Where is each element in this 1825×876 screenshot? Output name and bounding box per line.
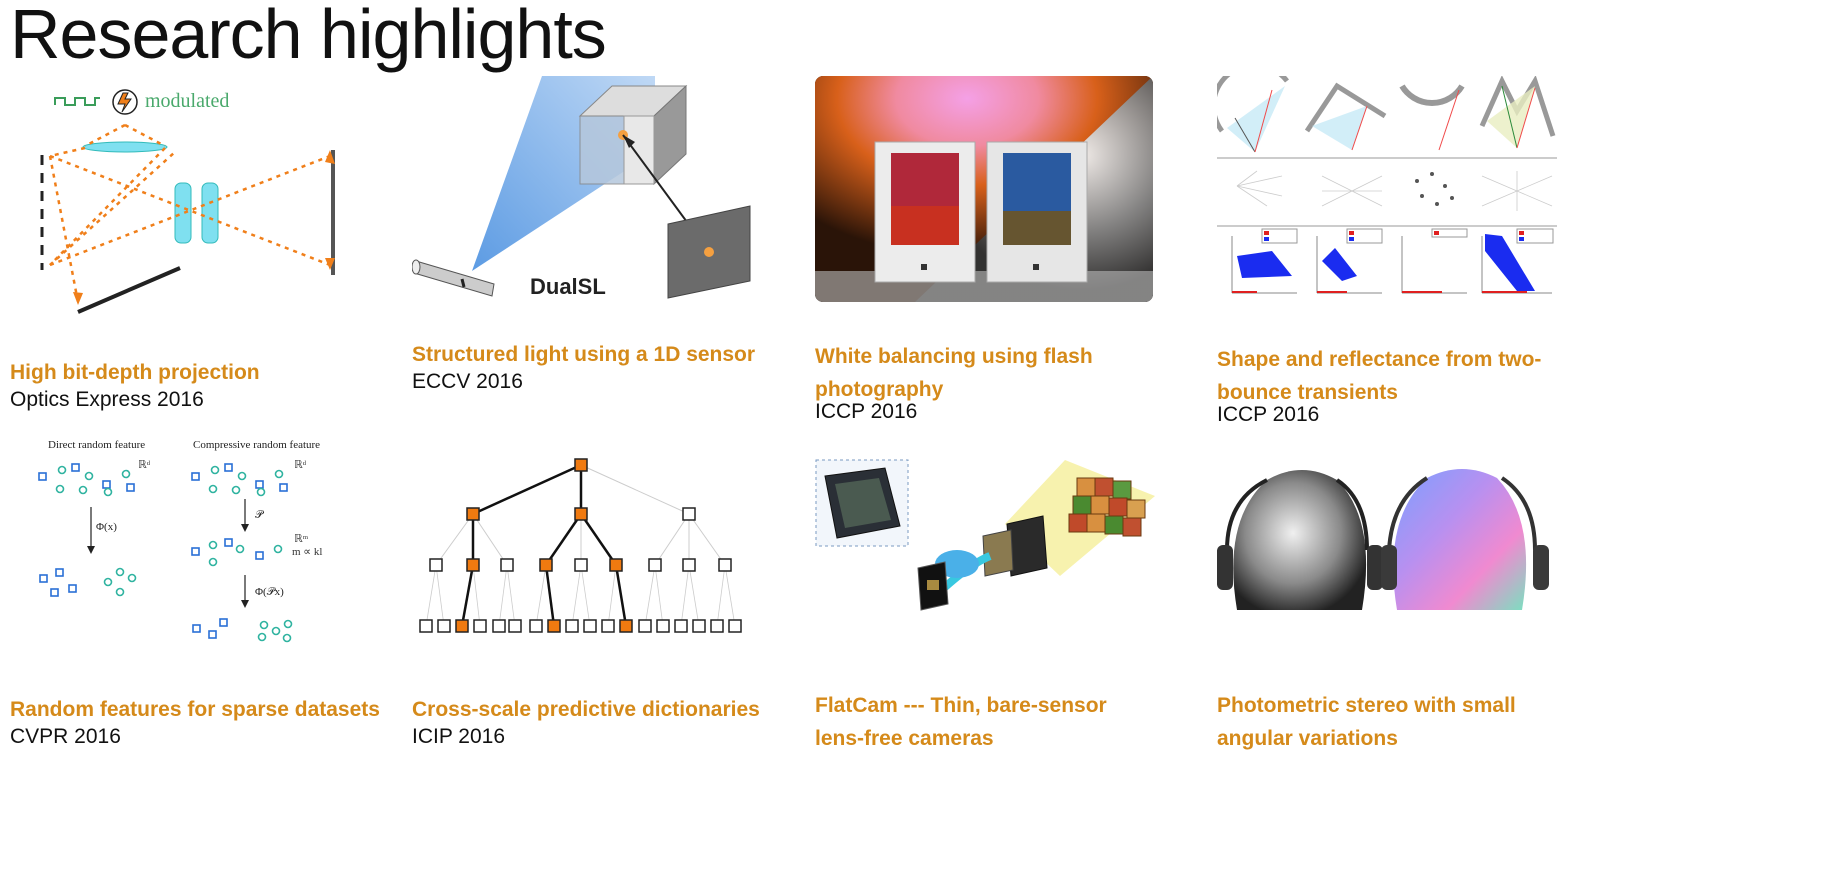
flash-icon	[112, 89, 138, 115]
phi-px-label: Φ(𝒫x)	[255, 586, 284, 598]
compressive-feature-label: Compressive random feature	[193, 439, 320, 451]
item-venue: ICCP 2016	[1217, 403, 1320, 426]
item-title-photometric-stereo[interactable]: Photometric stereo with small angular va…	[1217, 694, 1516, 750]
thumbnail-flatcam[interactable]	[815, 456, 1155, 626]
rm-label: ℝᵐ	[294, 533, 309, 545]
item-venue: ICCP 2016	[815, 400, 918, 423]
line-sensor-icon	[412, 259, 495, 297]
item-venue: ECCV 2016	[412, 370, 523, 393]
thumbnail-tree-diagram[interactable]	[412, 452, 752, 642]
page-title: Research highlights	[10, 0, 607, 73]
item-title-two-bounce[interactable]: Shape and reflectance from two-bounce tr…	[1217, 348, 1542, 404]
plot-three	[1401, 228, 1468, 294]
thumbnail-face-normals[interactable]	[1217, 460, 1557, 620]
thumbnail-projection-diagram[interactable]: modulated	[10, 80, 400, 330]
item-title-cross-scale[interactable]: Cross-scale predictive dictionaries	[412, 698, 760, 721]
rd-label: ℝᵈ	[138, 459, 151, 471]
p-label: 𝒫	[255, 509, 265, 521]
direct-feature-label: Direct random feature	[48, 439, 145, 451]
item-title-flatcam[interactable]: FlatCam --- Thin, bare-sensor lens-free …	[815, 694, 1107, 750]
item-title-structured-light[interactable]: Structured light using a 1D sensor	[412, 343, 756, 366]
plot-four	[1481, 228, 1554, 294]
thumbnail-dualsl[interactable]: DualSL	[412, 76, 752, 300]
item-title-high-bit-depth[interactable]: High bit-depth projection	[10, 361, 260, 384]
thumbnail-random-features[interactable]: Direct random feature Compressive random…	[30, 432, 330, 647]
item-venue: CVPR 2016	[10, 725, 121, 748]
phi-x-label: Φ(x)	[96, 521, 117, 533]
m-prop-label: m ∝ kl	[292, 546, 322, 558]
plot-two	[1316, 228, 1383, 294]
modulated-label: modulated	[145, 90, 229, 112]
dualsl-label: DualSL	[530, 274, 606, 299]
item-title-white-balancing[interactable]: White balancing using flash photography	[815, 345, 1093, 401]
item-venue: Optics Express 2016	[10, 388, 204, 411]
item-venue: ICIP 2016	[412, 725, 506, 748]
square-wave-icon	[54, 97, 100, 106]
item-title-random-features[interactable]: Random features for sparse datasets	[10, 698, 380, 721]
rd-label: ℝᵈ	[294, 459, 307, 471]
thumbnail-two-bounce-plots[interactable]	[1217, 76, 1557, 304]
thumbnail-white-balance-photo[interactable]	[815, 76, 1153, 302]
plot-one	[1231, 228, 1298, 294]
